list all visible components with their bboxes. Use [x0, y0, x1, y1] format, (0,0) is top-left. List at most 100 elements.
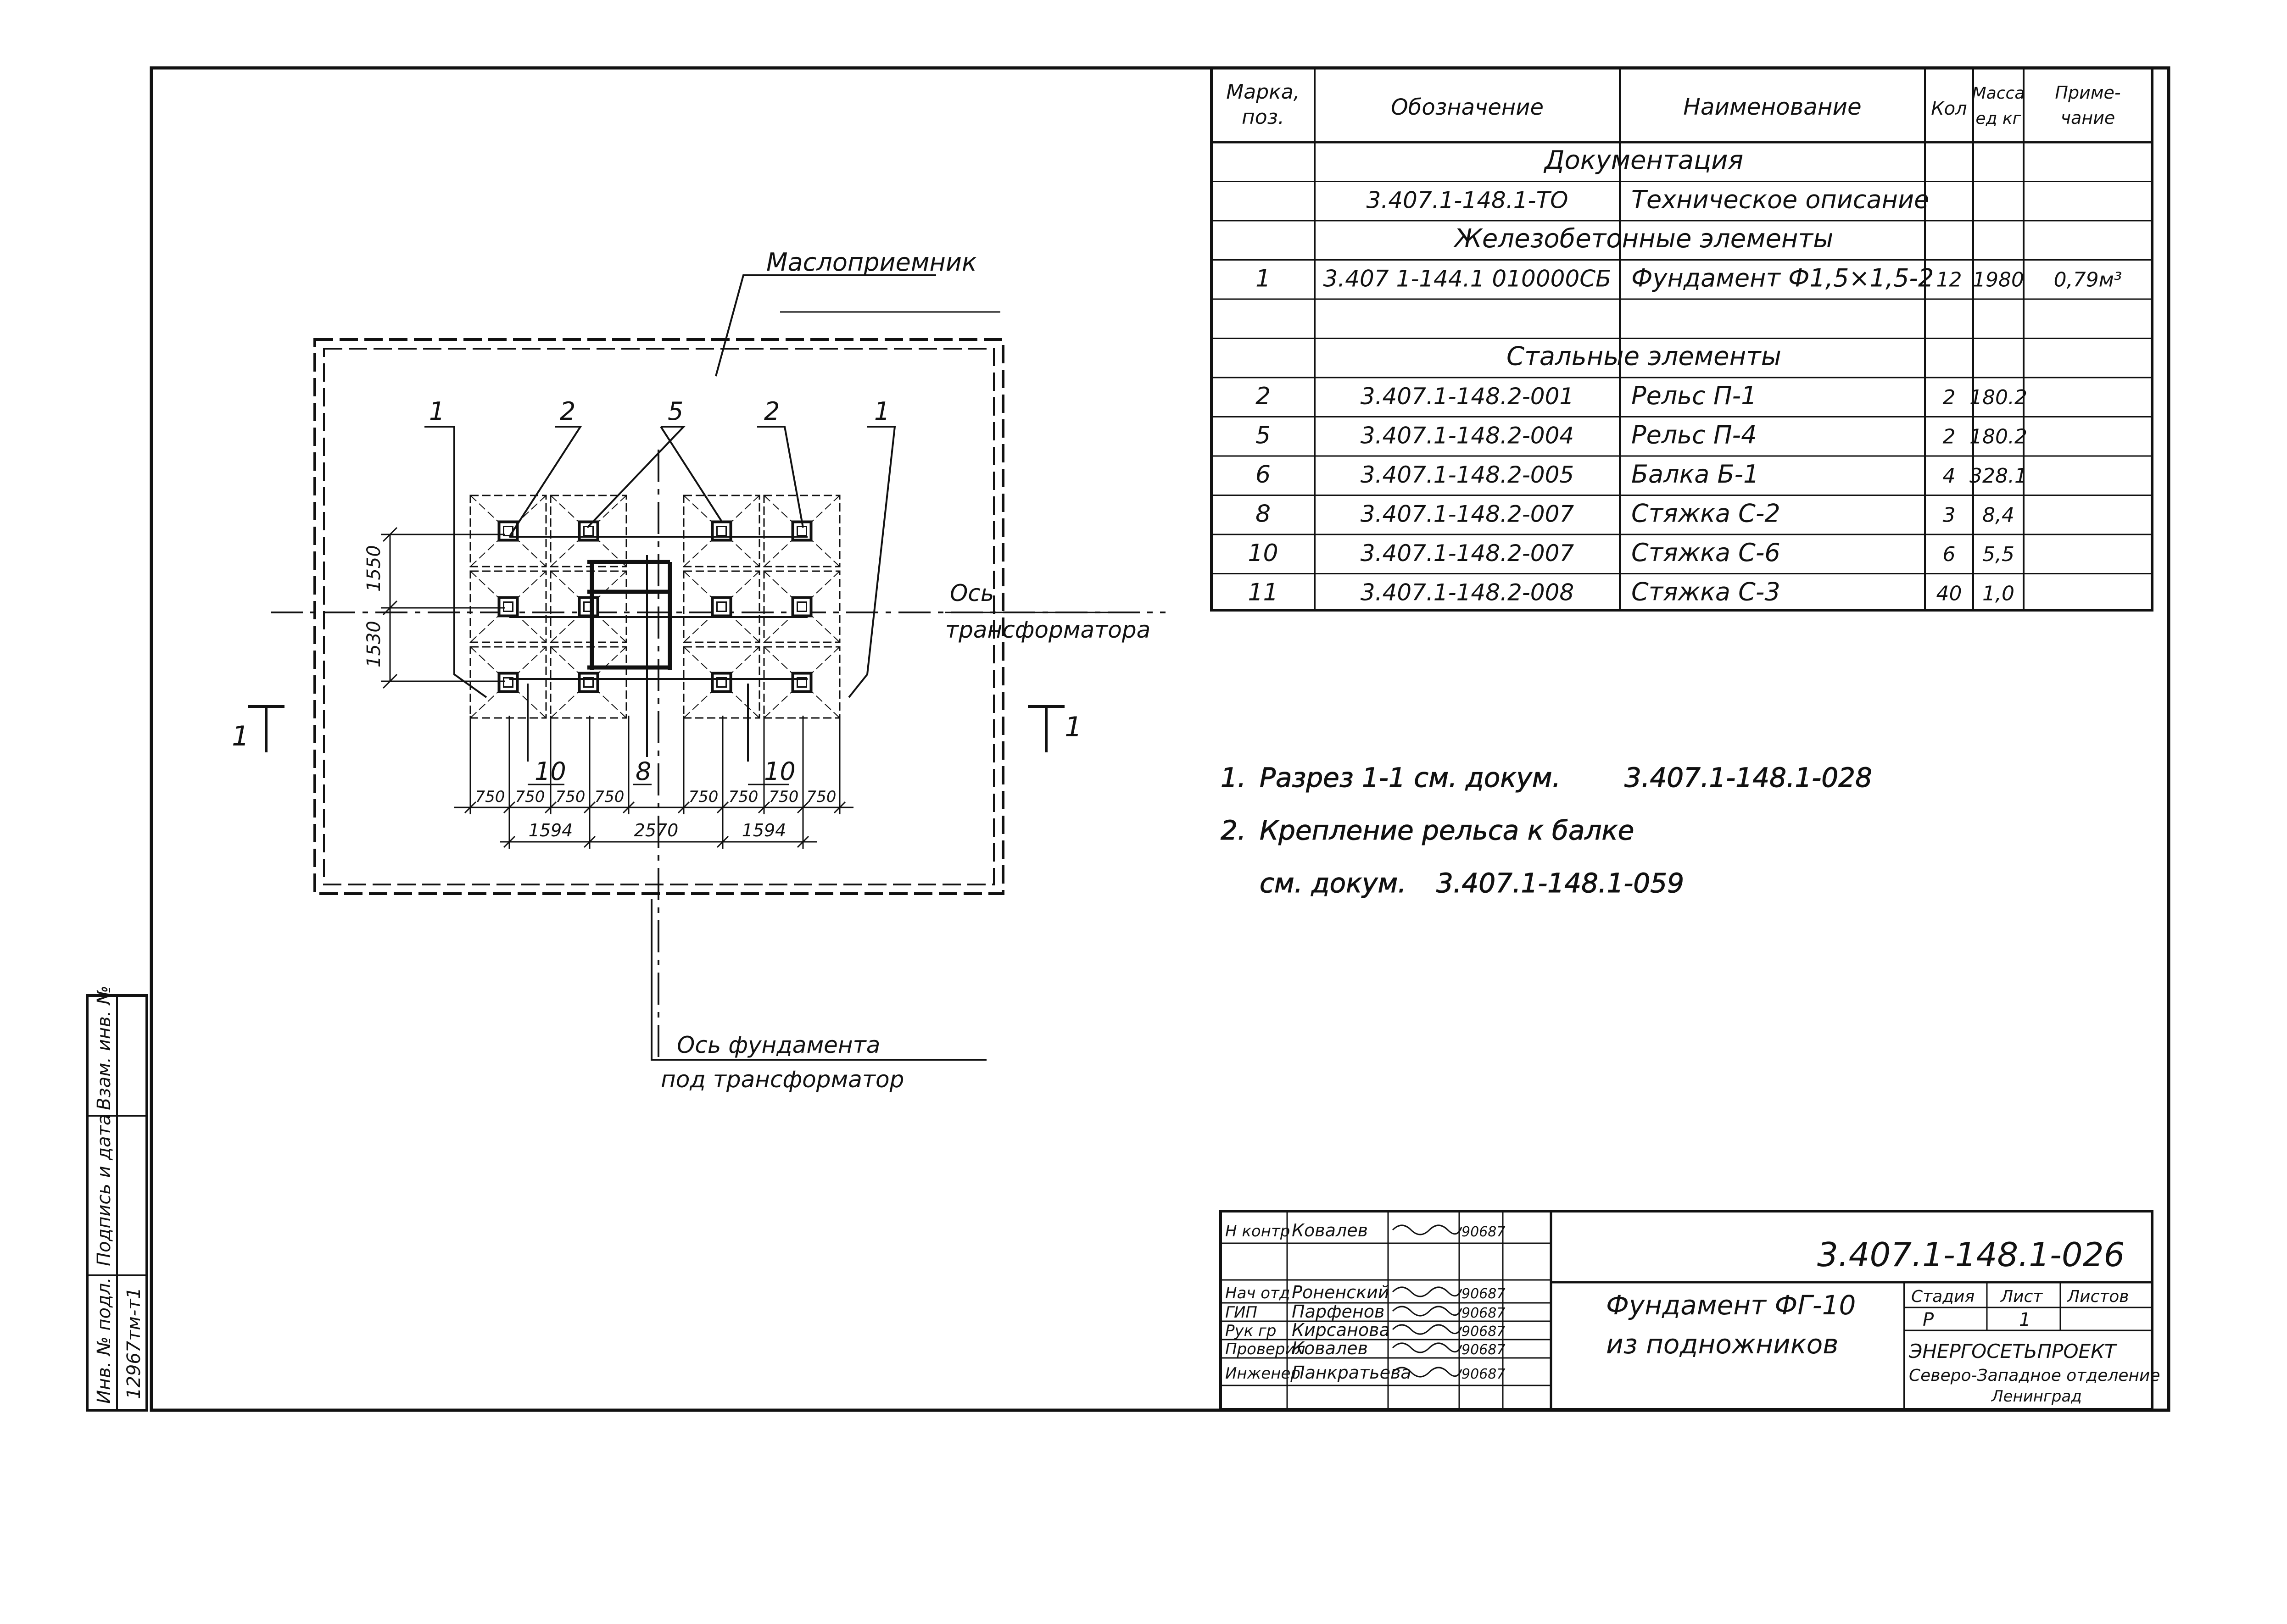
spec-cell-designation: 3.407.1-148.2-007 — [1361, 501, 1574, 528]
spec-header: Кол — [1931, 98, 1967, 119]
section-mark-left: 1 — [232, 720, 249, 752]
spec-cell-name: Фундамент Ф1,5×1,5-2 — [1631, 264, 1934, 293]
footing-cell — [550, 570, 627, 643]
spec-cell-qty: 4 — [1943, 464, 1956, 488]
dim-1594-right: 1594 — [742, 820, 787, 840]
footing-cell — [763, 495, 841, 567]
spec-header: Наименование — [1683, 94, 1862, 120]
signature-mark — [1392, 1342, 1462, 1353]
signature-mark — [1392, 1224, 1462, 1235]
tb-name: Панкратьева — [1292, 1363, 1411, 1383]
tb-name: Парфенов — [1292, 1301, 1384, 1322]
signature-mark — [1392, 1286, 1462, 1297]
spec-cell-designation: 3.407.1-148.2-004 — [1361, 423, 1574, 449]
footing-cell — [469, 570, 547, 643]
dim-750: 750 — [595, 788, 625, 806]
tb-date: 90687 — [1461, 1324, 1505, 1340]
spec-section-title: Железобетонные элементы — [1453, 224, 1834, 254]
spec-header: Обозначение — [1391, 95, 1544, 120]
note-2-ref: 3.407.1-148.1-059 — [1436, 868, 1684, 899]
footing-cell — [683, 646, 760, 719]
spec-cell-mass: 328.1 — [1969, 464, 2027, 488]
footing-cell — [763, 570, 841, 643]
sheet-label: Лист — [2000, 1287, 2043, 1306]
callout-10-right: 10 — [764, 757, 796, 786]
footing-cell — [550, 495, 627, 567]
section-mark-right: 1 — [1065, 711, 1082, 743]
transformer-axis-label-2: трансформатора — [945, 617, 1150, 643]
stage-value: Р — [1923, 1309, 1934, 1330]
notes: 1. Разрез 1-1 см. докум. 3.407.1-148.1-0… — [1221, 762, 1873, 899]
note-1-ref: 3.407.1-148.1-028 — [1624, 762, 1872, 793]
side-inv-value: 12967тм-т1 — [123, 1287, 145, 1399]
spec-cell-designation: 3.407.1-148.2-001 — [1361, 383, 1574, 410]
tb-name: Ковалев — [1292, 1220, 1368, 1240]
drawing-title-2: из подножников — [1606, 1329, 1838, 1360]
tb-date: 90687 — [1461, 1224, 1505, 1240]
spec-cell-designation: 3.407.1-148.2-007 — [1361, 540, 1574, 567]
spec-cell-pos: 2 — [1255, 383, 1271, 410]
tb-name: Ковалев — [1292, 1338, 1368, 1358]
side-label-inv: Инв. № подл. — [94, 1277, 115, 1404]
spec-cell-pos: 5 — [1255, 422, 1271, 450]
footing-cell — [763, 646, 841, 719]
footing-cell — [683, 495, 760, 567]
spec-header: поз. — [1242, 106, 1284, 129]
tb-role: Н контр — [1225, 1222, 1290, 1240]
tb-date: 90687 — [1461, 1366, 1505, 1382]
spec-cell-name: Стяжка С-3 — [1631, 578, 1780, 606]
foundation-axis-label-2: под трансформатор — [661, 1066, 904, 1093]
tb-role: Нач отд — [1225, 1284, 1290, 1302]
dim-2570: 2570 — [634, 820, 679, 840]
org-name: ЭНЕРГОСЕТЬПРОЕКТ — [1908, 1340, 2118, 1363]
spec-header: Масса — [1972, 84, 2025, 103]
spec-cell-pos: 1 — [1255, 265, 1271, 293]
spec-cell-name: Стяжка С-6 — [1631, 538, 1780, 567]
tb-date: 90687 — [1461, 1305, 1505, 1321]
spec-cell-qty: 40 — [1936, 582, 1962, 606]
spec-cell-qty: 12 — [1936, 268, 1962, 292]
spec-cell-mass: 1,0 — [1982, 582, 2014, 606]
sheet-value: 1 — [2019, 1309, 2030, 1330]
note-1-number: 1. — [1221, 762, 1246, 793]
spec-cell-mass: 180.2 — [1969, 425, 2027, 449]
spec-header: ед кг — [1975, 109, 2021, 128]
sheet-frame — [86, 66, 2170, 1412]
tb-role: ГИП — [1225, 1303, 1257, 1322]
dim-vertical-lower: 1530 — [363, 621, 385, 667]
dim-750: 750 — [475, 788, 505, 806]
tb-date: 90687 — [1461, 1342, 1505, 1358]
spec-cell-designation: 3.407.1-148.2-008 — [1361, 579, 1574, 606]
spec-header: Марка, — [1226, 80, 1300, 104]
callout-5: 5 — [668, 397, 683, 426]
spec-cell-name: Рельс П-4 — [1631, 421, 1757, 450]
stage-label: Стадия — [1911, 1287, 1975, 1306]
callout-2-right: 2 — [764, 397, 780, 426]
side-label-replace: Взам. инв. № — [94, 985, 115, 1110]
callout-1-left: 1 — [429, 397, 445, 426]
spec-cell-name: Стяжка С-2 — [1631, 499, 1780, 528]
dim-1594-left: 1594 — [529, 820, 573, 840]
note-2-continuation: см. докум. — [1260, 868, 1406, 899]
dim-vertical-upper: 1550 — [363, 545, 385, 592]
footing-cell — [550, 646, 627, 719]
specification-table: Марка,поз. Обозначение Наименование Кол Масс… — [1210, 67, 2153, 612]
tb-role: Рук гр — [1225, 1322, 1276, 1340]
drawing-title-1: Фундамент ФГ-10 — [1606, 1290, 1856, 1321]
spec-section-title: Стальные элементы — [1506, 342, 1781, 372]
spec-cell-name: Техническое описание — [1631, 185, 1929, 214]
spec-cell-designation: 3.407.1-148.1-ТО — [1367, 187, 1568, 214]
foundation-plan: Маслоприемник Ось трансформатора Ось фун… — [232, 248, 1166, 1093]
callout-1-right: 1 — [874, 397, 890, 426]
side-label-sign: Подпись и дата — [94, 1114, 115, 1266]
tb-name: Кирсанова — [1292, 1320, 1390, 1340]
spec-cell-name: Рельс П-1 — [1631, 381, 1757, 410]
tb-role: Инженер — [1225, 1364, 1300, 1383]
spec-cell-note: 0,79м³ — [2054, 268, 2122, 292]
dim-750: 750 — [515, 788, 545, 806]
tb-date: 90687 — [1461, 1286, 1505, 1302]
spec-cell-designation: 3.407.1-148.2-005 — [1361, 462, 1574, 488]
dim-750: 750 — [807, 788, 837, 806]
